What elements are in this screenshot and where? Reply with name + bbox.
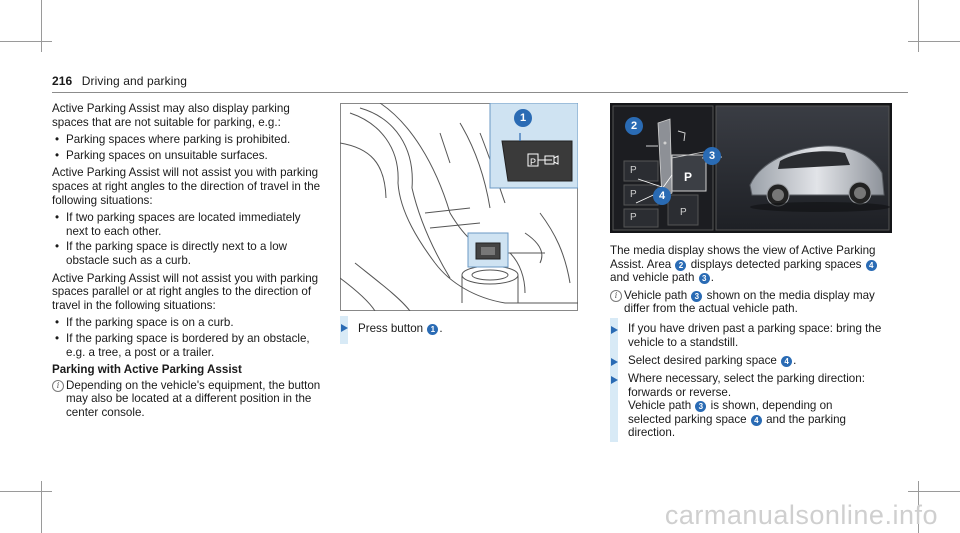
list-item: Parking spaces where parking is prohibit… xyxy=(52,133,324,147)
info-icon: i xyxy=(52,379,64,392)
figure-badge-1: 1 xyxy=(514,109,532,127)
note: i Vehicle path 3 shown on the media disp… xyxy=(610,289,892,316)
step-arrow-icon xyxy=(341,324,348,332)
step-instruction: Where necessary, select the parking dire… xyxy=(628,372,865,440)
step-instruction: Press button 1. xyxy=(358,322,443,335)
section-title: Driving and parking xyxy=(81,74,188,88)
crop-mark xyxy=(918,0,919,52)
console-illustration: P xyxy=(339,102,579,312)
header-rule xyxy=(52,92,908,93)
button-badge: 1 xyxy=(427,324,439,335)
step-instruction: Select desired parking space 4. xyxy=(628,354,797,367)
crop-mark xyxy=(908,491,960,492)
watermark: carmanualsonline.info xyxy=(664,500,938,530)
list-item: If two parking spaces are located immedi… xyxy=(52,211,324,238)
crop-mark xyxy=(0,491,52,492)
left-column: Active Parking Assist may also display p… xyxy=(52,102,324,419)
crop-mark xyxy=(41,481,42,533)
parking-space-letter: P xyxy=(680,207,687,218)
bullet-list: If two parking spaces are located immedi… xyxy=(52,211,324,267)
section-heading: Parking with Active Parking Assist xyxy=(52,363,242,377)
bullet-list: Parking spaces where parking is prohibit… xyxy=(52,133,324,162)
parking-space-letter: P xyxy=(630,165,637,176)
right-column-text: The media display shows the view of Acti… xyxy=(610,244,892,316)
figure-badge-2: 2 xyxy=(625,117,643,135)
paragraph: Active Parking Assist may also display p… xyxy=(52,102,290,129)
page-header: 216 Driving and parking xyxy=(52,74,187,88)
crop-mark xyxy=(908,41,960,42)
list-item: If the parking space is directly next to… xyxy=(52,240,324,267)
parking-space-letter: P xyxy=(684,170,693,184)
figure-badge-4: 4 xyxy=(653,187,671,205)
step-arrow-icon xyxy=(611,358,618,366)
paragraph: The media display shows the view of Acti… xyxy=(610,244,877,285)
page-number: 216 xyxy=(52,74,73,88)
crop-mark xyxy=(918,481,919,533)
note: i Depending on the vehicle's equipment, … xyxy=(52,379,324,420)
crop-mark xyxy=(0,41,52,42)
step-arrow-icon xyxy=(611,376,618,384)
paragraph: Active Parking Assist will not assist yo… xyxy=(52,271,319,312)
parking-space-letter: P xyxy=(630,212,637,223)
console-figure: P 1 xyxy=(339,102,579,312)
step-arrow-icon xyxy=(611,326,618,334)
step-instruction: If you have driven past a parking space:… xyxy=(628,322,882,349)
bullet-list: If the parking space is on a curb. If th… xyxy=(52,316,324,359)
list-item: If the parking space is bordered by an o… xyxy=(52,332,324,359)
media-display-figure: P P P P P 2 3 4 xyxy=(610,103,892,233)
paragraph: Active Parking Assist will not assist yo… xyxy=(52,166,321,207)
svg-text:P: P xyxy=(530,157,536,167)
figure-badge-3: 3 xyxy=(703,147,721,165)
crop-mark xyxy=(41,0,42,52)
note-text: Depending on the vehicle's equipment, th… xyxy=(66,378,321,419)
list-item: If the parking space is on a curb. xyxy=(52,316,324,330)
parking-space-letter: P xyxy=(630,189,637,200)
list-item: Parking spaces on unsuitable surfaces. xyxy=(52,149,324,163)
media-display-illustration xyxy=(610,103,892,233)
info-icon: i xyxy=(610,289,622,302)
